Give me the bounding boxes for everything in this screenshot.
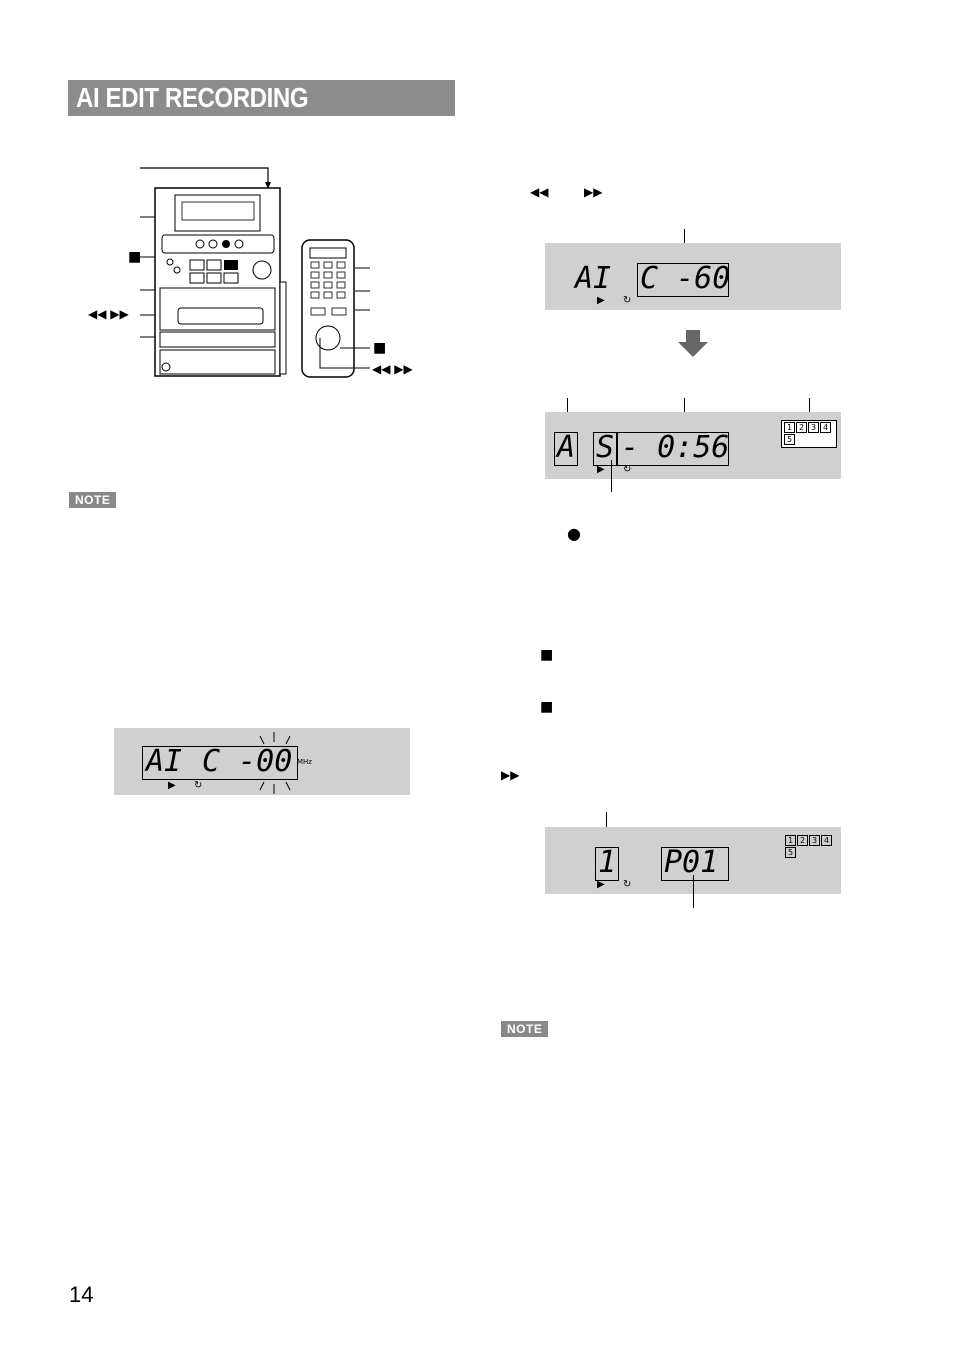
blink-rays-icon bbox=[259, 732, 291, 794]
track-number: 4 bbox=[821, 835, 832, 846]
stop-icon: ■ bbox=[540, 699, 554, 715]
page-title: AI EDIT RECORDING bbox=[76, 82, 309, 113]
lcd-display-ai-c00: AI C -00 MHz ▶ ↻ bbox=[114, 728, 410, 795]
remote-stop-label: ■ bbox=[373, 340, 387, 356]
page-number: 14 bbox=[69, 1282, 94, 1307]
track-number: 2 bbox=[797, 835, 808, 846]
lcd-left-text: AI bbox=[575, 261, 612, 296]
track-number: 3 bbox=[809, 835, 820, 846]
track-number: 5 bbox=[784, 434, 795, 445]
play-indicator-icon: ▶ bbox=[597, 464, 605, 475]
lcd-display-ai-c60: AI C -60 ▶ ↻ bbox=[545, 243, 841, 310]
stop-label: ■ bbox=[128, 249, 142, 265]
skip-label: ◀◀ ▶▶ bbox=[88, 307, 129, 321]
mhz-unit: MHz bbox=[297, 758, 312, 766]
play-indicator-icon: ▶ bbox=[597, 879, 605, 890]
arrow-down-icon bbox=[678, 330, 708, 357]
repeat-indicator-icon: ↻ bbox=[623, 464, 632, 475]
stop-icon: ■ bbox=[540, 647, 554, 663]
track-number: 1 bbox=[785, 835, 796, 846]
lcd-number-text: 1 bbox=[598, 845, 617, 880]
track-number: 2 bbox=[796, 422, 807, 433]
section-banner: AI EDIT RECORDING bbox=[68, 80, 455, 116]
lcd-time-text: - 0:56 bbox=[621, 430, 730, 465]
track-number: 5 bbox=[785, 847, 796, 858]
lcd-left-text: AI bbox=[146, 744, 183, 779]
play-indicator-icon: ▶ bbox=[597, 295, 605, 306]
fast-forward-icon: ▶▶ bbox=[501, 768, 520, 782]
lcd-program-text: P01 bbox=[664, 845, 719, 880]
device-diagram bbox=[140, 167, 370, 378]
note-badge: NOTE bbox=[501, 1021, 549, 1037]
note-badge: NOTE bbox=[69, 492, 117, 508]
lcd-s-text: S bbox=[596, 430, 615, 465]
track-number: 3 bbox=[808, 422, 819, 433]
repeat-indicator-icon: ↻ bbox=[194, 780, 203, 791]
lcd-a-text: A bbox=[557, 430, 576, 465]
lcd-right-text: C -60 bbox=[640, 261, 731, 296]
lcd-right-text: C -00 bbox=[202, 744, 293, 779]
repeat-indicator-icon: ↻ bbox=[623, 295, 632, 306]
play-indicator-icon: ▶ bbox=[168, 780, 176, 791]
track-number: 1 bbox=[784, 422, 795, 433]
record-icon: ● bbox=[567, 524, 581, 543]
track-number: 4 bbox=[820, 422, 831, 433]
fast-forward-icon: ▶▶ bbox=[584, 185, 603, 199]
repeat-indicator-icon: ↻ bbox=[623, 879, 632, 890]
remote-skip-label: ◀◀ ▶▶ bbox=[372, 362, 413, 376]
rewind-icon: ◀◀ bbox=[530, 185, 549, 199]
